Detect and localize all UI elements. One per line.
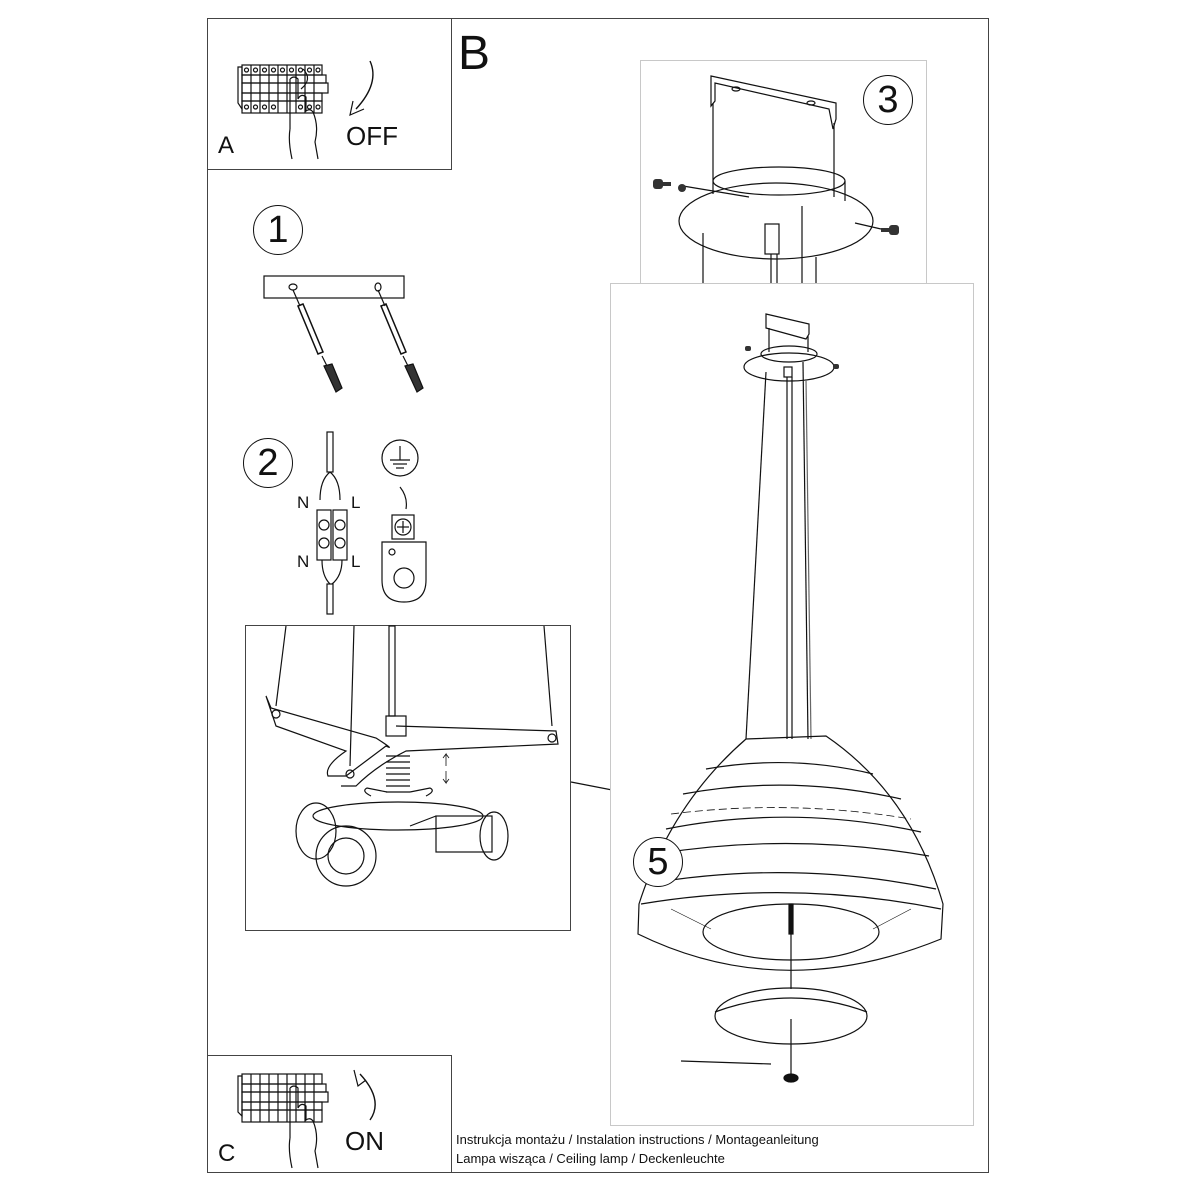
wire-label-l-top: L	[351, 493, 361, 512]
circuit-breaker-on-icon	[237, 1069, 376, 1169]
wire-label-n-bottom: N	[297, 552, 310, 571]
socket-assembly-detail-panel	[245, 625, 571, 931]
footer-title-line: Instrukcja montażu / Instalation instruc…	[456, 1132, 819, 1147]
canopy-bracket-illustration	[653, 75, 899, 286]
footer-product-line: Lampa wisząca / Ceiling lamp / Deckenleu…	[456, 1151, 725, 1166]
socket-cluster-spring-illustration	[265, 625, 559, 887]
step-1-badge: 1	[253, 205, 303, 255]
mounting-bar-with-plugs-illustration	[263, 275, 424, 393]
power-off-label: OFF	[346, 121, 398, 151]
page-frame	[207, 18, 989, 1173]
panel-c-power-on: C ON	[207, 1055, 452, 1173]
assembled-lamp-panel: 5	[610, 283, 974, 1126]
section-label-c: C	[218, 1140, 236, 1167]
wire-label-n-top: N	[297, 493, 310, 512]
wire-label-l-bottom: L	[351, 552, 361, 571]
step-2-badge: 2	[243, 438, 293, 488]
section-label-a: A	[218, 132, 235, 159]
section-label-b: B	[458, 27, 491, 80]
step-5-badge: 5	[633, 837, 683, 887]
power-on-label: ON	[345, 1126, 384, 1156]
pendant-lamp-illustration	[637, 313, 944, 1083]
step-3-canopy-panel: 3	[640, 60, 927, 286]
panel-a-power-off: A O	[207, 18, 452, 170]
step-3-badge: 3	[863, 75, 913, 125]
circuit-breaker-off-icon	[237, 60, 374, 160]
terminal-block-wiring-illustration	[316, 431, 427, 615]
